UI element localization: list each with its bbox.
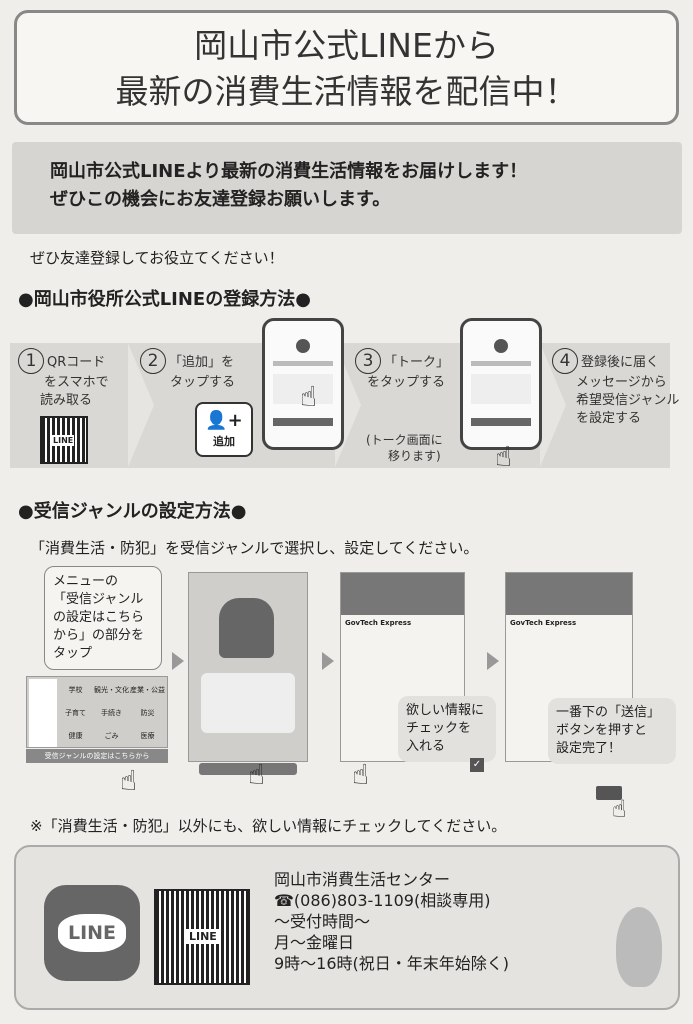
tap-hand-icon: ☝ (248, 758, 266, 791)
phone-screenshot-talk (460, 318, 542, 450)
hours: 9時〜16時(祝日・年末年始除く) (274, 954, 510, 973)
step-3-note: (トーク画面に 移ります) (366, 433, 443, 463)
callout-submit: 一番下の「送信」ボタンを押すと設定完了！ (548, 698, 676, 764)
step-3: 3「トーク」 をタップする (355, 348, 460, 392)
step-number: 1 (18, 348, 44, 374)
footer-qr-code[interactable]: LINE (154, 889, 250, 985)
section2-heading: ●受信ジャンルの設定方法● (18, 501, 247, 522)
talk-button[interactable] (471, 418, 531, 426)
arrow-right-icon (322, 652, 334, 670)
city-emblem-icon (494, 339, 508, 353)
section2-subtitle: 「消費生活・防犯」を受信ジャンルで選択し、設定してください。 (30, 539, 479, 557)
submit-button[interactable] (596, 786, 622, 800)
footer-box: LINE LINE 岡山市消費生活センター ☎(086)803-1109(相談専… (14, 845, 680, 1010)
city-emblem-icon (296, 339, 310, 353)
intro-line-1: 岡山市公式LINEより最新の消費生活情報をお届けします！ (50, 161, 528, 182)
tap-hand-icon: ☝ (300, 380, 318, 413)
intro-band: 岡山市公式LINEより最新の消費生活情報をお届けします！ ぜひこの機会にお友達登… (12, 142, 682, 234)
org-name: 岡山市消費生活センター (274, 870, 451, 889)
hours-label: 〜受付時間〜 (274, 912, 371, 931)
chat-screenshot (188, 572, 308, 775)
tap-hand-icon: ☝ (120, 764, 138, 797)
line-qr-code[interactable]: LINE (40, 416, 88, 464)
tap-hand-icon: ☝ (352, 758, 370, 791)
add-friend-button[interactable]: 👤+ 追加 (195, 402, 253, 457)
phone-screenshot-add (262, 318, 344, 450)
tap-hand-icon: ☝ (612, 795, 627, 823)
title-box: 岡山市公式LINEから 最新の消費生活情報を配信中！ (14, 10, 679, 125)
line-logo: LINE (44, 885, 140, 981)
note-text: ※「消費生活・防犯」以外にも、欲しい情報にチェックしてください。 (30, 817, 507, 835)
intro-line-2: ぜひこの機会にお友達登録お願いします。 (50, 189, 391, 210)
tap-hand-icon: ☝ (495, 440, 513, 473)
title-line-1: 岡山市公式LINEから (194, 26, 499, 65)
contact-info: 岡山市消費生活センター ☎(086)803-1109(相談専用) 〜受付時間〜 … (274, 869, 509, 974)
rich-menu-screenshot: 学校観光・文化産業・公益 子育て手続き防災 健康ごみ医療 (26, 676, 168, 748)
callout-check: 欲しい情報にチェックを入れる (398, 696, 496, 762)
lead-text: ぜひ友達登録してお役立てください！ (30, 249, 284, 267)
arrow-right-icon (172, 652, 184, 670)
checkbox-icon[interactable]: ✓ (470, 758, 484, 772)
callout-menu: メニューの「受信ジャンルの設定はこちらから」の部分をタップ (44, 566, 162, 670)
title-line-2: 最新の消費生活情報を配信中！ (115, 72, 578, 111)
genre-settings-menu-bar[interactable]: 受信ジャンルの設定はこちらから (26, 749, 168, 763)
phone-number[interactable]: ☎(086)803-1109(相談専用) (274, 891, 491, 910)
step-2: 2「追加」を タップする (140, 348, 250, 392)
arrow-right-icon (487, 652, 499, 670)
mascot-character (616, 907, 662, 987)
section1-heading: ●岡山市役所公式LINEの登録方法● (18, 289, 311, 310)
days: 月〜金曜日 (274, 933, 355, 952)
add-user-icon: 👤+ (205, 410, 243, 431)
answer-button[interactable] (199, 763, 297, 775)
bear-sticker-icon (219, 598, 274, 658)
